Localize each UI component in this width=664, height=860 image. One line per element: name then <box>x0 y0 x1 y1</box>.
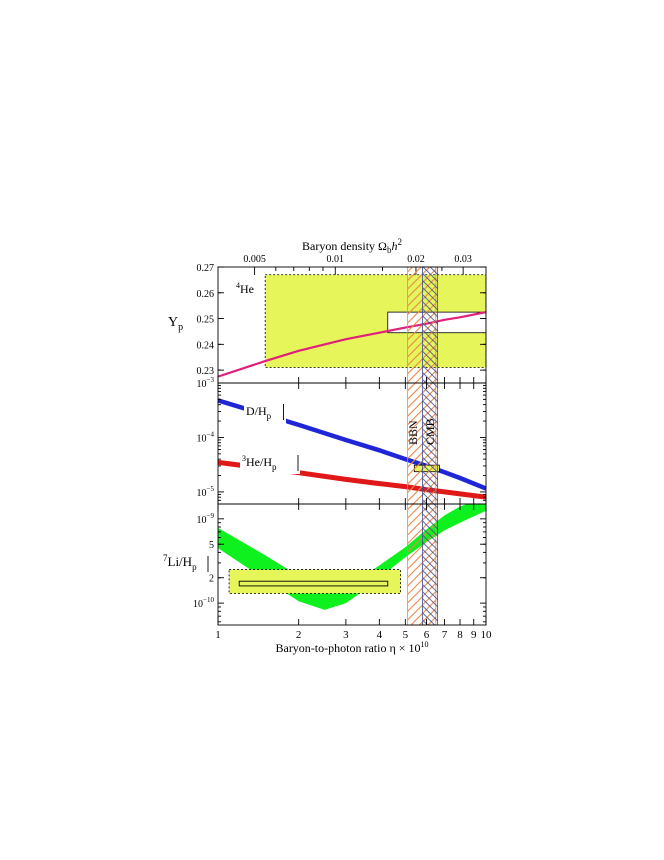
y-tick-label: 0.27 <box>197 263 215 274</box>
deuterium-curve <box>218 398 486 491</box>
y-tick-label: 0.26 <box>197 289 215 300</box>
y-tick-label: 10−4 <box>197 430 215 444</box>
helium4-panel: 4He Yp 0.23 0.24 0.25 0.26 0.27 <box>168 263 486 378</box>
y-tick-label: 10−5 <box>197 485 215 499</box>
helium3-curve <box>218 459 486 500</box>
y-tick-label: 5 <box>209 540 214 551</box>
helium4-label: 4He <box>236 281 254 296</box>
x-tick-label: 10 <box>481 629 493 641</box>
cmb-band <box>422 266 439 626</box>
x-tick-label: 6 <box>424 629 430 641</box>
y-tick-label: 10−10 <box>193 596 214 610</box>
deuterium-y-ticks: 10−3 10−4 10−5 <box>197 376 486 501</box>
top-axis-ticks: 0.005 0.01 0.02 0.03 <box>243 254 472 275</box>
deuterium-label-bg <box>244 402 286 424</box>
helium3-label-bg <box>240 452 300 474</box>
cmb-band-label: CMB <box>423 418 437 445</box>
lithium7-observation-inner-box <box>238 580 389 587</box>
y-tick-label: 0.24 <box>197 340 215 351</box>
lithium7-ylabel: 7Li/Hp <box>163 553 197 572</box>
plot-frame <box>217 266 487 626</box>
top-tick-label: 0.02 <box>407 254 425 265</box>
bbn-band-label: BBN <box>406 420 420 445</box>
top-tick-label: 0.01 <box>327 254 345 265</box>
x-tick-label: 2 <box>296 629 302 641</box>
x-axis-label: Baryon-to-photon ratio η × 1010 <box>275 640 428 655</box>
x-tick-label: 7 <box>442 629 448 641</box>
lithium7-panel: 7Li/Hp 10−9 5 2 10−10 <box>163 504 486 623</box>
lithium7-y-ticks: 10−9 5 2 10−10 <box>193 512 486 623</box>
deuterium-label: D/Hp <box>246 404 272 421</box>
top-axis-label: Baryon density Ωbh2 <box>302 237 402 255</box>
deuterium-helium3-panel: D/Hp 3He/Hp 10−3 10−4 10−5 <box>197 376 486 501</box>
top-tick-label: 0.005 <box>243 254 266 265</box>
x-tick-label: 1 <box>215 629 221 641</box>
y-tick-label: 10−9 <box>197 512 215 526</box>
y-tick-label: 0.23 <box>197 366 215 377</box>
x-tick-label: 8 <box>457 629 463 641</box>
y-tick-label: 0.25 <box>197 315 215 326</box>
x-tick-label: 4 <box>377 629 383 641</box>
y-tick-label: 2 <box>209 574 214 585</box>
x-tick-label: 9 <box>471 629 477 641</box>
helium4-curve <box>218 311 486 378</box>
y-tick-label: 10−3 <box>197 376 215 390</box>
helium3-label: 3He/Hp <box>242 454 277 472</box>
helium4-ylabel: Yp <box>168 315 183 333</box>
x-tick-label: 5 <box>403 629 409 641</box>
x-tick-label: 3 <box>343 629 349 641</box>
top-tick-label: 0.03 <box>454 254 472 265</box>
